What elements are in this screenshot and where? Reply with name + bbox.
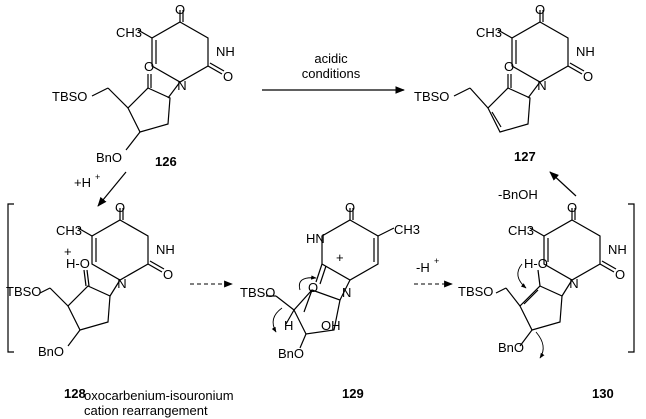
c130-n: N xyxy=(569,276,578,291)
c130-bno: BnO xyxy=(498,340,524,355)
c130-o-top: O xyxy=(567,200,577,215)
label-127: 127 xyxy=(514,149,536,164)
c129-o-top: O xyxy=(345,200,355,215)
compound-126-structure xyxy=(91,10,225,151)
c130-tbso: TBSO xyxy=(458,284,493,299)
arrow-acidic-line2: conditions xyxy=(302,66,361,81)
c126-ch3: CH3 xyxy=(116,25,142,40)
caption-line2: cation rearrangement xyxy=(84,403,208,418)
label-129: 129 xyxy=(342,386,364,401)
c130-ho: H-O xyxy=(524,256,548,271)
c129-n: N xyxy=(342,285,351,300)
c128-o-right: O xyxy=(163,267,173,282)
c126-bno: BnO xyxy=(96,150,122,165)
c128-ch3: CH3 xyxy=(56,223,82,238)
bracket-left xyxy=(7,203,14,353)
arrow-protonation xyxy=(97,171,127,207)
bnoh-loss-label: -BnOH xyxy=(498,187,538,202)
bracket-right xyxy=(628,203,635,353)
caption-line1: oxocarbenium-isouronium xyxy=(84,388,234,403)
c130-o-right: O xyxy=(615,267,625,282)
c129-o-bridge: O xyxy=(308,280,318,295)
protonation-sup: + xyxy=(95,172,100,182)
c127-o-top: O xyxy=(535,2,545,17)
c127-nh: NH xyxy=(576,44,595,59)
c128-charge: + xyxy=(64,244,72,259)
label-128: 128 xyxy=(64,386,86,401)
c127-o-right: O xyxy=(583,69,593,84)
c129-tbso: TBSO xyxy=(240,285,275,300)
c129-bno: BnO xyxy=(278,346,304,361)
label-130: 130 xyxy=(592,386,614,401)
c126-n: N xyxy=(177,78,186,93)
c126-o-right: O xyxy=(223,69,233,84)
protonation-label: +H xyxy=(74,175,91,190)
c130-ch3: CH3 xyxy=(508,223,534,238)
c126-nh: NH xyxy=(216,44,235,59)
c129-h: H xyxy=(284,318,293,333)
c126-o-top: O xyxy=(175,2,185,17)
c129-oh: OH xyxy=(321,318,341,333)
c128-bno: BnO xyxy=(38,344,64,359)
c129-ch3: CH3 xyxy=(394,222,420,237)
c126-ketone-o: O xyxy=(144,59,154,74)
arrow-acidic-line1: acidic xyxy=(314,51,348,66)
c129-hn: HN xyxy=(306,231,325,246)
c128-ho: H-O xyxy=(66,256,90,271)
c130-nh: NH xyxy=(608,242,627,257)
label-126: 126 xyxy=(155,154,177,169)
c128-n: N xyxy=(117,276,126,291)
arrow-elimination xyxy=(549,171,577,197)
c126-tbso: TBSO xyxy=(52,89,87,104)
compound-130-structure xyxy=(495,208,617,359)
compound-127-structure xyxy=(453,10,585,133)
deprotonation-sup: + xyxy=(434,256,439,266)
c129-charge: + xyxy=(336,250,344,265)
compound-129-structure xyxy=(266,208,395,349)
c127-n: N xyxy=(537,78,546,93)
c127-tbso: TBSO xyxy=(414,89,449,104)
c128-nh: NH xyxy=(156,242,175,257)
c128-o-top: O xyxy=(115,200,125,215)
c128-tbso: TBSO xyxy=(6,284,41,299)
c127-ketone-o: O xyxy=(504,59,514,74)
deprotonation-label: -H xyxy=(416,260,430,275)
compound-128-structure xyxy=(39,208,165,347)
c127-ch3: CH3 xyxy=(476,25,502,40)
